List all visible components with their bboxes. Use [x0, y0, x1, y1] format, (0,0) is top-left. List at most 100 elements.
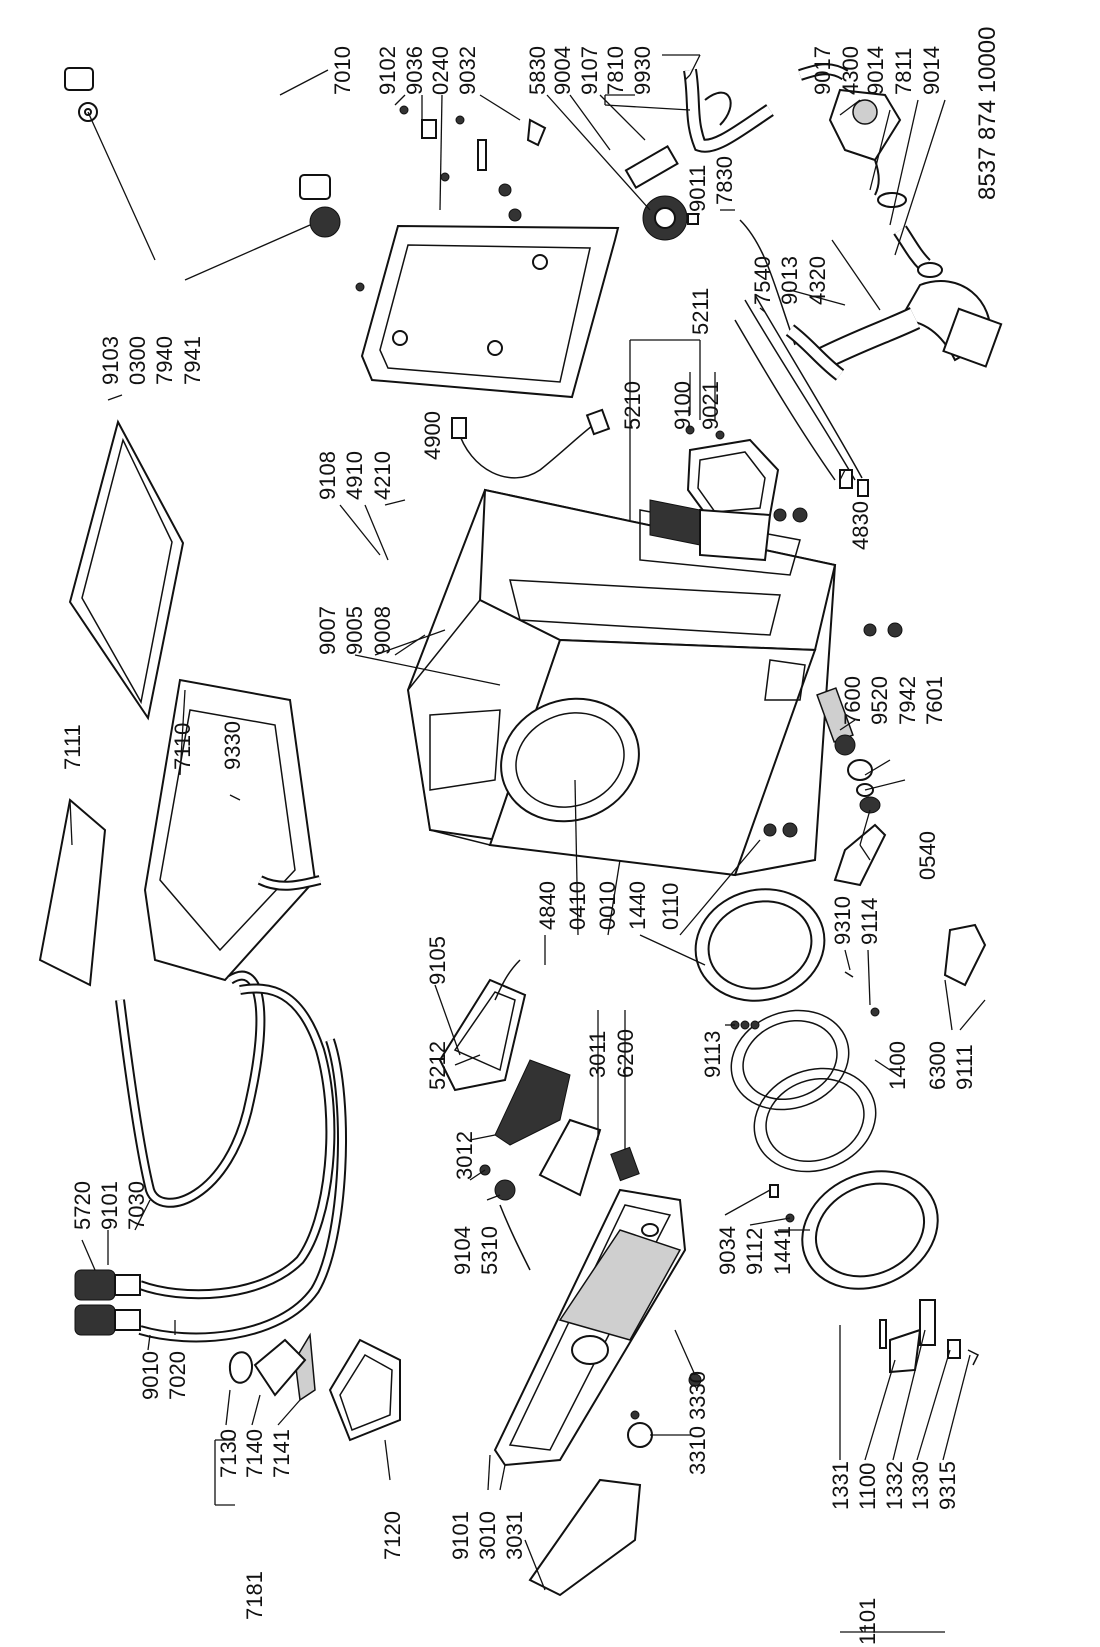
- label-9007: 9007: [315, 606, 340, 655]
- drain-hoses-7810: [683, 68, 774, 153]
- label-3011: 3011: [585, 1031, 610, 1078]
- label-7810: 7810: [603, 46, 628, 95]
- label-7540: 7540: [750, 256, 775, 305]
- leader-lines: [69, 54, 986, 1633]
- label-7020: 7020: [165, 1351, 190, 1400]
- pump-filter-7600: [763, 507, 903, 838]
- label-4840: 4840: [535, 881, 560, 930]
- label-3031: 3031: [502, 1511, 527, 1560]
- sump-hose-4320: [785, 225, 1003, 381]
- label-7110: 7110: [170, 723, 195, 770]
- label-3310: 3310: [685, 1426, 710, 1475]
- label-9103: 9103: [98, 336, 123, 385]
- door-switch-6200: [610, 1146, 640, 1182]
- label-5310: 5310: [477, 1226, 502, 1275]
- label-9102: 9102: [375, 46, 400, 95]
- label-7601: 7601: [922, 676, 947, 725]
- label-4210: 4210: [370, 451, 395, 500]
- fill-hoses-7030: [115, 970, 347, 1343]
- label-9036: 9036: [402, 46, 427, 95]
- label-9520: 9520: [867, 676, 892, 725]
- pressure-switch-5830: [624, 144, 796, 346]
- program-knob-3310: [627, 1410, 653, 1448]
- label-7811: 7811: [891, 48, 916, 95]
- label-5210: 5210: [620, 381, 645, 430]
- door-hinge-6300: [943, 923, 987, 987]
- label-5212: 5212: [425, 1041, 450, 1090]
- label-9113: 9113: [700, 1031, 725, 1078]
- label-5830: 5830: [525, 46, 550, 95]
- door-fixings: [688, 971, 880, 1387]
- label-4900: 4900: [420, 411, 445, 460]
- label-9111: 9111: [952, 1044, 977, 1090]
- label-9108: 9108: [315, 451, 340, 500]
- label-9013: 9013: [777, 256, 802, 305]
- label-9014-top: 9014: [863, 46, 888, 95]
- label-7600: 7600: [840, 676, 865, 725]
- label-9004: 9004: [550, 46, 575, 95]
- control-module-5210: [685, 425, 780, 522]
- label-3010: 3010: [475, 1511, 500, 1560]
- label-0010: 0010: [595, 881, 620, 930]
- label-0410: 0410: [565, 881, 590, 930]
- label-7111: 7111: [60, 724, 85, 770]
- electronics-3012: [494, 1059, 602, 1197]
- label-9008: 9008: [370, 606, 395, 655]
- label-9010: 9010: [138, 1351, 163, 1400]
- door-frame-1441: [801, 1170, 939, 1290]
- label-4830: 4830: [848, 501, 873, 550]
- label-9021: 9021: [698, 381, 723, 430]
- door-seal-1440: [694, 888, 826, 1002]
- label-3012: 3012: [452, 1131, 477, 1180]
- label-0300: 0300: [125, 336, 150, 385]
- label-7942: 7942: [895, 676, 920, 725]
- door-lock-1100: [879, 1299, 980, 1374]
- label-9014-right: 9014: [919, 46, 944, 95]
- label-1100: 1100: [855, 1463, 880, 1510]
- cabinet-0010: [406, 488, 837, 877]
- label-7010: 7010: [330, 46, 355, 95]
- label-4320: 4320: [805, 256, 830, 305]
- label-0110: 0110: [658, 883, 683, 930]
- label-9005: 9005: [342, 606, 367, 655]
- label-7141: 7141: [269, 1429, 294, 1478]
- label-5211: 5211: [688, 288, 713, 335]
- label-9112: 9112: [742, 1228, 767, 1275]
- dispenser-housing-7110: [38, 678, 322, 987]
- label-4910: 4910: [342, 451, 367, 500]
- label-7940: 7940: [152, 336, 177, 385]
- label-0540: 0540: [915, 831, 940, 880]
- door-1400: [730, 1009, 877, 1173]
- label-9930: 9930: [630, 46, 655, 95]
- label-1440: 1440: [625, 881, 650, 930]
- label-9330: 9330: [220, 721, 245, 770]
- label-7830: 7830: [712, 156, 737, 205]
- kickplate-0540: [833, 823, 887, 887]
- label-1332: 1332: [882, 1461, 907, 1510]
- label-7181: 7181: [242, 1571, 267, 1620]
- document-number: 8537 874 10000: [974, 26, 1001, 200]
- label-9101-lower: 9101: [448, 1511, 473, 1560]
- rear-panel-0240: [360, 224, 620, 399]
- label-9101-upper: 9101: [97, 1181, 122, 1230]
- label-9107: 9107: [577, 46, 602, 95]
- label-1331: 1331: [828, 1461, 853, 1510]
- label-9310: 9310: [830, 896, 855, 945]
- label-7030: 7030: [124, 1181, 149, 1230]
- label-4300: 4300: [838, 46, 863, 95]
- label-9034: 9034: [715, 1226, 740, 1275]
- label-1330: 1330: [908, 1461, 933, 1510]
- pcb-5212: [438, 959, 527, 1092]
- small-fixings-top: [355, 105, 547, 292]
- control-panel-3010: [493, 1188, 687, 1467]
- label-3330: 3330: [685, 1371, 710, 1420]
- label-0240: 0240: [428, 46, 453, 95]
- label-6300: 6300: [925, 1041, 950, 1090]
- label-1400: 1400: [885, 1041, 910, 1090]
- top-lid-0300: [68, 419, 185, 721]
- label-7120: 7120: [380, 1511, 405, 1560]
- label-1441: 1441: [770, 1226, 795, 1275]
- part-labels: 8537 874 10000 7010 9102 9036 0240 9032 …: [60, 26, 1001, 1645]
- label-7130: 7130: [216, 1429, 241, 1478]
